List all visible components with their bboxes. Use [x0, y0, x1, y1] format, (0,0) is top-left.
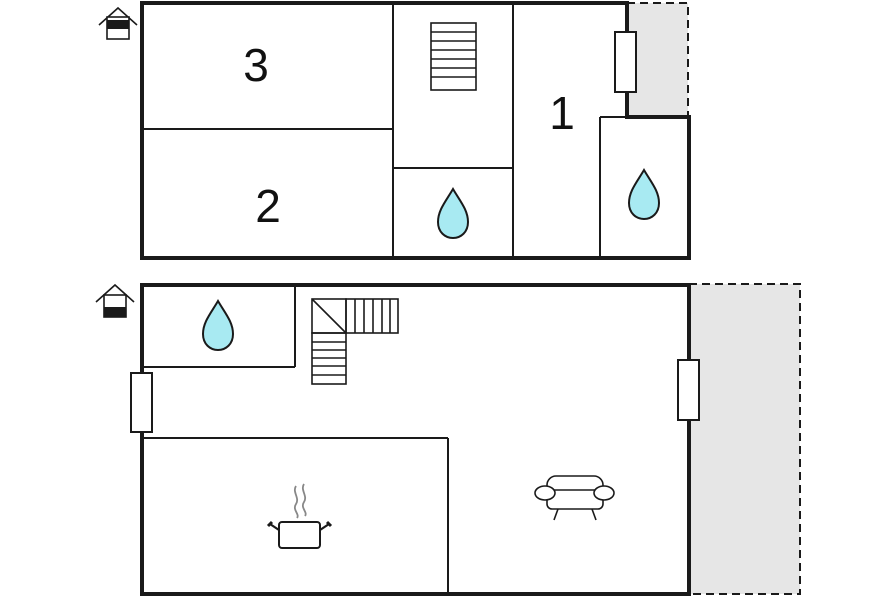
room-label-3: 3: [243, 39, 269, 91]
water-drop-icon: [201, 299, 235, 352]
upper-floor-outer-wall: [140, 1, 691, 260]
door-icon: [677, 359, 700, 421]
staircase-icon: [311, 298, 399, 385]
door-icon: [130, 372, 153, 433]
upper-floor: 3 2 1: [98, 1, 691, 260]
sofa-icon: [534, 475, 615, 521]
ground-floor-outer-wall: [140, 283, 691, 596]
terrace: [688, 283, 801, 595]
room-label-2: 2: [255, 180, 281, 232]
ground-floor: [95, 283, 801, 596]
room-label-1: 1: [549, 87, 575, 139]
ground-floor-inner-walls: [142, 285, 449, 594]
staircase-icon: [430, 22, 477, 91]
water-drop-icon: [627, 168, 661, 221]
door-icon: [614, 31, 637, 93]
water-drop-icon: [436, 187, 470, 240]
upper-floor-inner-walls: [142, 3, 689, 258]
floor-level-icon: [98, 6, 138, 40]
floor-level-icon: [95, 283, 135, 318]
cooking-pot-icon: [266, 483, 333, 549]
